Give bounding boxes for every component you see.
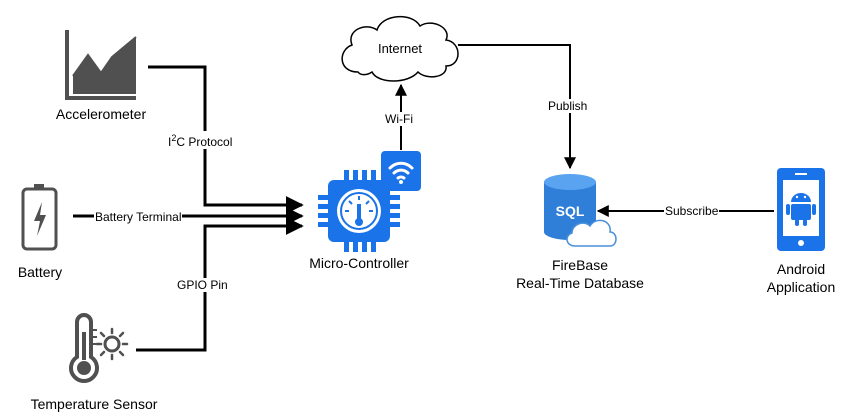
android-label-line1: Android	[776, 261, 826, 277]
microchip-gauge-icon	[318, 170, 400, 252]
sql-database-icon: SQL	[544, 174, 617, 247]
i2c-label-prefix: I	[168, 135, 172, 149]
wifi-edge-label: Wi-Fi	[384, 112, 414, 126]
temperature-sensor-label: Temperature Sensor	[30, 396, 158, 412]
firebase-label-line2: Real-Time Database	[516, 275, 644, 291]
edge-internet-to-firebase	[458, 44, 576, 170]
micro-controller-label: Micro-Controller	[309, 255, 409, 271]
internet-label: Internet	[377, 41, 423, 56]
battery-icon	[21, 184, 58, 251]
wifi-icon	[381, 151, 421, 191]
line-chart-icon	[65, 30, 137, 100]
i2c-protocol-label: I2C Protocol	[167, 131, 234, 149]
publish-label: Publish	[547, 99, 589, 113]
cloud-icon	[341, 16, 459, 82]
firebase-label-line1: FireBase	[551, 257, 609, 273]
battery-terminal-label: Battery Terminal	[94, 210, 183, 224]
accelerometer-label: Accelerometer	[55, 106, 147, 122]
android-phone-icon	[777, 168, 825, 251]
firebase-label: FireBase Real-Time Database	[500, 256, 660, 292]
i2c-label-superscript: 2	[171, 133, 177, 143]
android-label: Android Application	[746, 260, 845, 296]
i2c-label-suffix: C Protocol	[176, 135, 233, 149]
gpio-pin-label: GPIO Pin	[176, 278, 229, 292]
thermometer-sun-icon	[69, 313, 129, 383]
android-label-line2: Application	[766, 279, 836, 295]
subscribe-label: Subscribe	[664, 204, 720, 218]
battery-label: Battery	[17, 264, 63, 280]
sql-icon-text: SQL	[556, 203, 585, 219]
